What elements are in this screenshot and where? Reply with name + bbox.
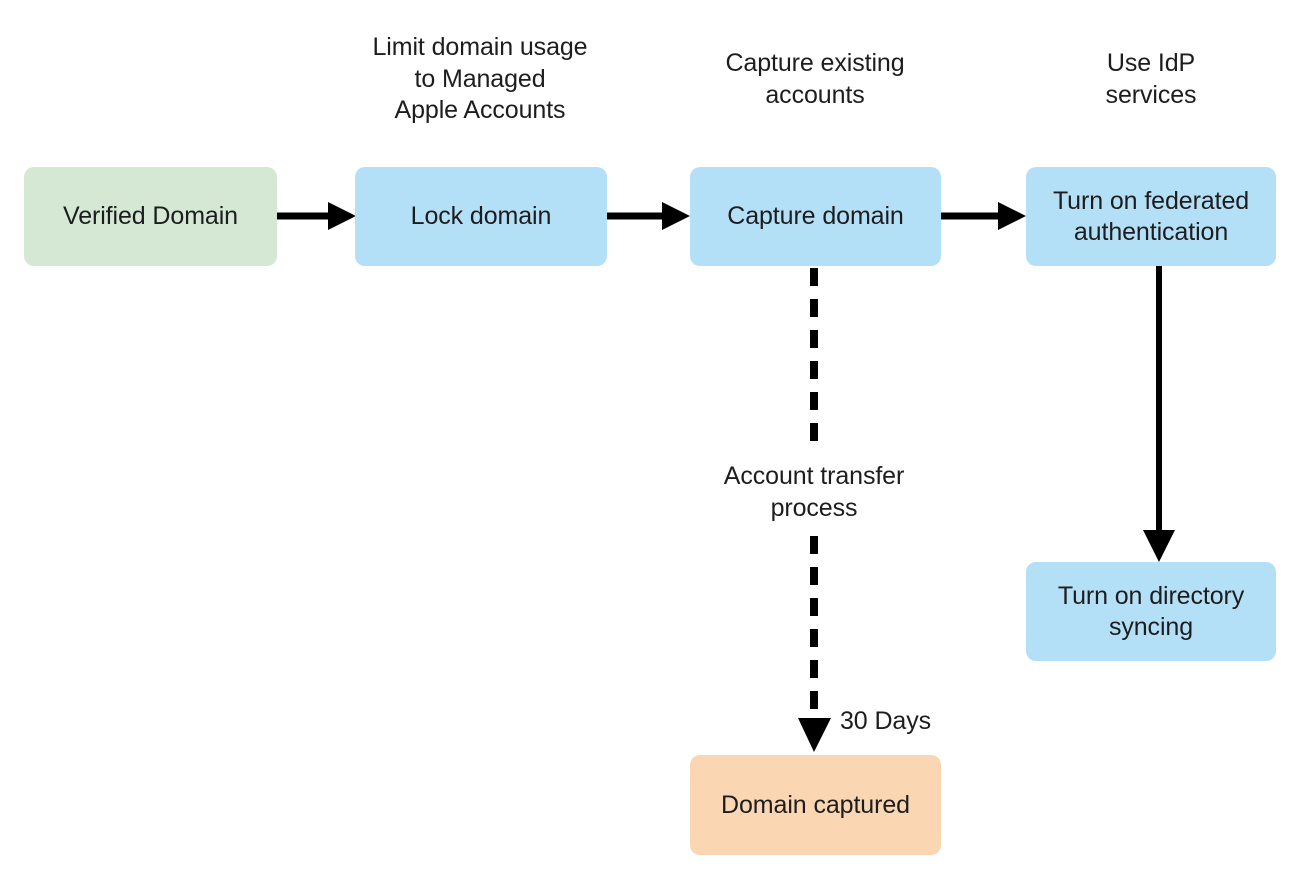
- caption-capture-domain: Capture existing accounts: [725, 49, 905, 109]
- edge-capture-to-federated: [941, 202, 1026, 230]
- node-directory-syncing[interactable]: Turn on directory syncing: [1026, 562, 1276, 661]
- node-verified-domain[interactable]: Verified Domain: [24, 167, 277, 266]
- node-domain-captured[interactable]: Domain captured: [690, 755, 941, 855]
- caption-lock-domain: Limit domain usage to Managed Apple Acco…: [372, 33, 588, 124]
- edge-verified-to-lock: [277, 202, 356, 230]
- node-federated-auth[interactable]: Turn on federated authentication: [1026, 167, 1276, 266]
- caption-federated-auth: Use IdP services: [1105, 49, 1197, 109]
- edge-lock-to-capture: [607, 202, 690, 230]
- node-lock-domain[interactable]: Lock domain: [355, 167, 607, 266]
- edge-federated-to-syncing: [1143, 266, 1175, 562]
- edge-label-30-days: 30 Days: [840, 707, 932, 735]
- edge-label-account-transfer-process: Account transfer process: [723, 462, 905, 522]
- node-capture-domain[interactable]: Capture domain: [690, 167, 941, 266]
